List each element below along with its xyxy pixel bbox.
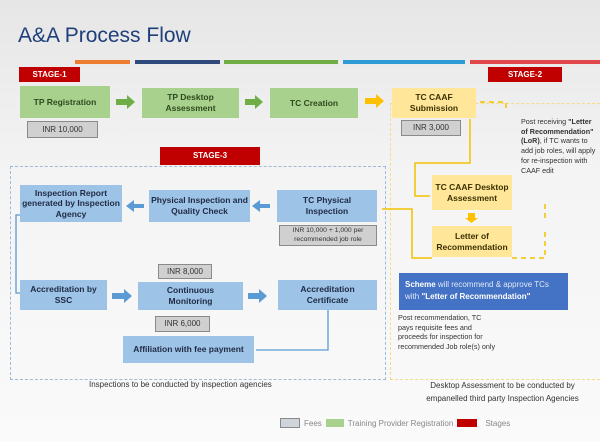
tc-physical-inspection-box: TC Physical Inspection [277, 190, 377, 222]
continuous-monitoring-box: Continuous Monitoring [138, 282, 243, 310]
legend-label-tpr: Training Provider Registration [347, 418, 454, 428]
arrow-right-icon [248, 289, 267, 303]
tp-registration-box: TP Registration [20, 86, 110, 118]
legend-swatch-stages [457, 419, 478, 427]
fee-tp-registration: INR 10,000 [27, 121, 98, 138]
tc-caaf-submission-box: TC CAAF Submission [392, 88, 476, 118]
color-bar-red [470, 60, 600, 64]
tc-creation-box: TC Creation [270, 88, 358, 118]
arrow-left-icon [252, 200, 270, 212]
stage-2-label: STAGE-2 [488, 67, 562, 82]
tp-desktop-box: TP Desktop Assessment [142, 88, 239, 118]
tc-caaf-desktop-box: TC CAAF Desktop Assessment [432, 175, 512, 210]
legend: Fees Training Provider Registration Stag… [280, 418, 510, 428]
color-bar-blue [343, 60, 465, 64]
fee-physical-inspection: INR 10,000 + 1,000 per recommended job r… [279, 225, 377, 246]
stage2-region [390, 103, 600, 380]
scheme-box: Scheme will recommend & approve TCs with… [399, 273, 568, 310]
arrow-right-icon [112, 289, 132, 303]
color-bar-navy [135, 60, 220, 64]
lor-note: Post receiving "Letter of Recommendation… [521, 117, 600, 175]
scheme-mid: will recommend & approve TCs with [405, 280, 549, 301]
arrow-right-icon [116, 95, 135, 109]
fee-accreditation: INR 8,000 [158, 264, 212, 279]
post-recommendation-note: Post recommendation, TC pays requisite f… [398, 313, 496, 352]
fee-tc-caaf: INR 3,000 [401, 120, 461, 136]
page-title: A&A Process Flow [18, 24, 191, 47]
arrow-left-icon [126, 200, 144, 212]
inspection-report-box: Inspection Report generated by Inspectio… [20, 185, 122, 222]
color-bar-green [224, 60, 338, 64]
arrow-right-icon [245, 95, 263, 109]
color-bar-orange [75, 60, 130, 64]
physical-inspection-box: Physical Inspection and Quality Check [149, 190, 250, 222]
footer-right: Desktop Assessment to be conducted by em… [426, 381, 579, 403]
scheme-bold-2: "Letter of Recommendation" [421, 292, 531, 301]
lor-note-post: , if TC wants to add job roles, will app… [521, 136, 596, 175]
scheme-bold: Scheme [405, 280, 436, 289]
footer-left: Inspections to be conducted by inspectio… [89, 380, 272, 389]
arrow-right-icon [365, 94, 384, 108]
legend-label-stages: Stages [485, 418, 511, 428]
stage-3-label: STAGE-3 [160, 147, 260, 165]
letter-of-recommendation-box: Letter of Recommendation [432, 226, 512, 257]
arrow-down-icon [465, 213, 478, 223]
accreditation-ssc-box: Accreditation by SSC [20, 280, 107, 310]
legend-swatch-fees [280, 418, 300, 428]
fee-affiliation: INR 6,000 [155, 316, 210, 332]
lor-note-pre: Post receiving [521, 117, 569, 126]
lor-note-bold: "Letter of Recommendation" (LoR) [521, 117, 594, 146]
legend-label-fees: Fees [304, 418, 322, 428]
affiliation-box: Affiliation with fee payment [123, 336, 254, 363]
accreditation-certificate-box: Accreditation Certificate [278, 280, 377, 310]
legend-swatch-tpr [325, 419, 344, 427]
stage3-region [10, 166, 386, 380]
stage-1-label: STAGE-1 [19, 67, 80, 82]
